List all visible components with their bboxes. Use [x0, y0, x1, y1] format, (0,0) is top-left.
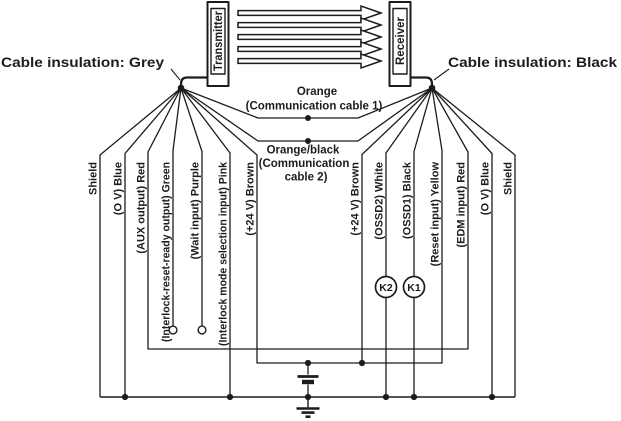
wire-label-shield-left: Shield: [88, 162, 100, 195]
relay-k1-circle: [402, 275, 426, 299]
wire-label-24v-brown-left: (+24 V) Brown: [245, 162, 257, 236]
wire-label-aux-output-red: (AUX output) Red: [136, 162, 148, 254]
relay-k1: K1: [402, 275, 426, 299]
grey-cable-elbow: [179, 76, 208, 86]
relay-k2: K2: [374, 275, 398, 299]
wire-shield-left: [99, 87, 182, 397]
rail-dot-brown-right: [358, 359, 366, 367]
transmitter-label: Transmitter: [213, 11, 225, 71]
wire-label-interlock-mode-pink: (Interlock mode selection input) Pink: [218, 161, 230, 346]
wire-label-ossd1-black: (OSSD1) Black: [402, 161, 414, 239]
wire-interlock-mode-pink: [180, 87, 231, 397]
wire-ossd1-black: [413, 87, 433, 397]
receiver-inner-box: [392, 7, 408, 75]
wire-label-reset-input-yellow: (Reset input) Yellow: [430, 162, 442, 267]
relay-k1-label: K1: [407, 282, 421, 294]
wire-label-shield-right: Shield: [503, 162, 515, 195]
bus-dot-white: [382, 393, 390, 401]
green-wire-open-terminal: [168, 325, 178, 335]
comm-cable-2-splice-dot: [305, 138, 311, 144]
comm-cable-1-splice-dot: [305, 115, 311, 121]
wire-24v-brown-right: [361, 87, 433, 363]
wire-24v-brown-to-reset-yellow: [180, 87, 443, 364]
wire-label-interlock-reset-ready-green: (Interlock-reset-ready output) Green: [161, 162, 173, 342]
wire-interlock-reset-ready-green: [172, 87, 182, 326]
light-beam-arrows: [237, 4, 384, 70]
light-beam-arrow: [237, 28, 384, 46]
transmitter-box: Transmitter: [206, 1, 230, 87]
wire-label-ossd2-white: (OSSD2) White: [374, 162, 386, 240]
right-cable-insulation-label: Cable insulation: Black: [448, 55, 618, 70]
bus-dot-blue-left: [121, 393, 129, 401]
comm-cable-2-desc-1: (Communication: [259, 158, 350, 170]
black-cable-elbow: [410, 76, 434, 86]
bus-dot-pink: [226, 393, 234, 401]
receiver-box: Receiver: [388, 1, 412, 87]
bus-dot-blue-right: [488, 393, 496, 401]
wire-ossd2-white: [385, 87, 433, 397]
wire-label-edm-input-red: (EDM input) Red: [456, 162, 468, 248]
left-callout-pointer-line: [170, 68, 181, 81]
relay-k2-circle: [374, 275, 398, 299]
wire-label-0v-blue-left: (O V) Blue: [113, 162, 125, 215]
light-beam-arrow: [237, 40, 384, 58]
purple-wire-open-terminal: [197, 325, 207, 335]
receiver-label: Receiver: [395, 16, 407, 65]
wire-label-wait-input-purple: (Wait input) Purple: [190, 162, 202, 259]
wire-wait-input-purple: [180, 87, 203, 326]
comm-cable-1-desc: (Communication cable 1): [246, 101, 383, 113]
left-cable-insulation-label: Cable insulation: Grey: [1, 55, 165, 70]
wire-0v-blue-left: [124, 87, 182, 397]
light-beam-arrow: [237, 4, 384, 22]
wire-aux-red-to-edm-red: [147, 87, 469, 350]
comm-cable-2-desc-2: cable 2): [285, 172, 328, 184]
earth-ground-icon: [296, 397, 320, 418]
transmitter-inner-box: [210, 7, 226, 75]
right-callout-pointer-line: [433, 68, 450, 81]
wire-0v-blue-right: [431, 87, 493, 397]
wire-label-24v-brown-right: (+24 V) Brown: [350, 162, 362, 236]
bus-dot-black: [410, 393, 418, 401]
relay-k2-label: K2: [379, 282, 393, 294]
communication-cable-1: Orange (Communication cable 1): [180, 86, 433, 121]
communication-cable-2: Orange/black (Communication cable 2): [180, 87, 433, 184]
light-beam-arrow: [237, 16, 384, 34]
comm-cable-1-name: Orange: [297, 86, 337, 98]
wire-label-0v-blue-right: (O V) Blue: [480, 162, 492, 215]
light-beam-arrow: [237, 52, 384, 70]
wire-shield-right: [431, 87, 516, 397]
power-supply-battery-icon: [297, 363, 319, 397]
comm-cable-2-name: Orange/black: [267, 145, 340, 157]
